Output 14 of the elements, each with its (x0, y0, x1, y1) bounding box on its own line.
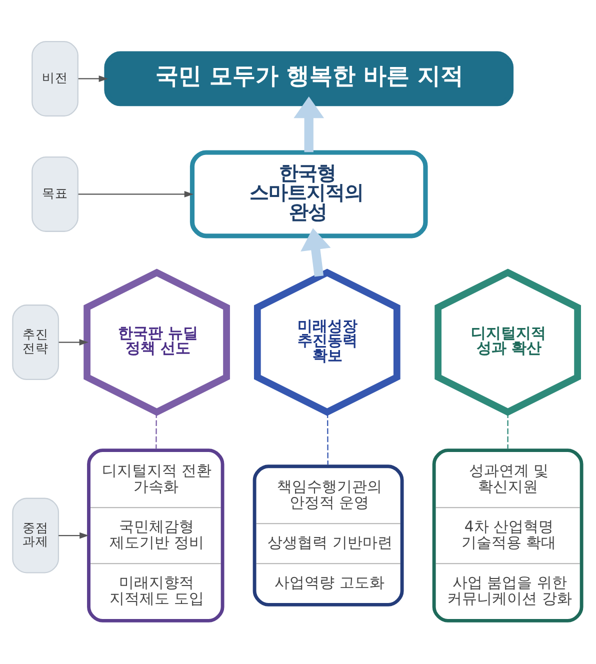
node-box: 목표 (32, 156, 78, 232)
arrow (78, 191, 194, 198)
connector (156, 412, 157, 449)
arrow (300, 228, 331, 277)
node-box: 추진 전략 (12, 304, 60, 380)
node-box: 중점 과제 (12, 498, 60, 574)
connector (327, 412, 328, 465)
node-box: 비전 (32, 41, 78, 116)
arrow (58, 532, 89, 539)
arrow (78, 76, 108, 82)
node-box: 한국형 스마트지적의 완성 (190, 150, 428, 238)
arrow (294, 96, 324, 152)
node-box: 국민 모두가 행복한 바른 지적 (104, 51, 514, 106)
arrow (58, 339, 88, 346)
